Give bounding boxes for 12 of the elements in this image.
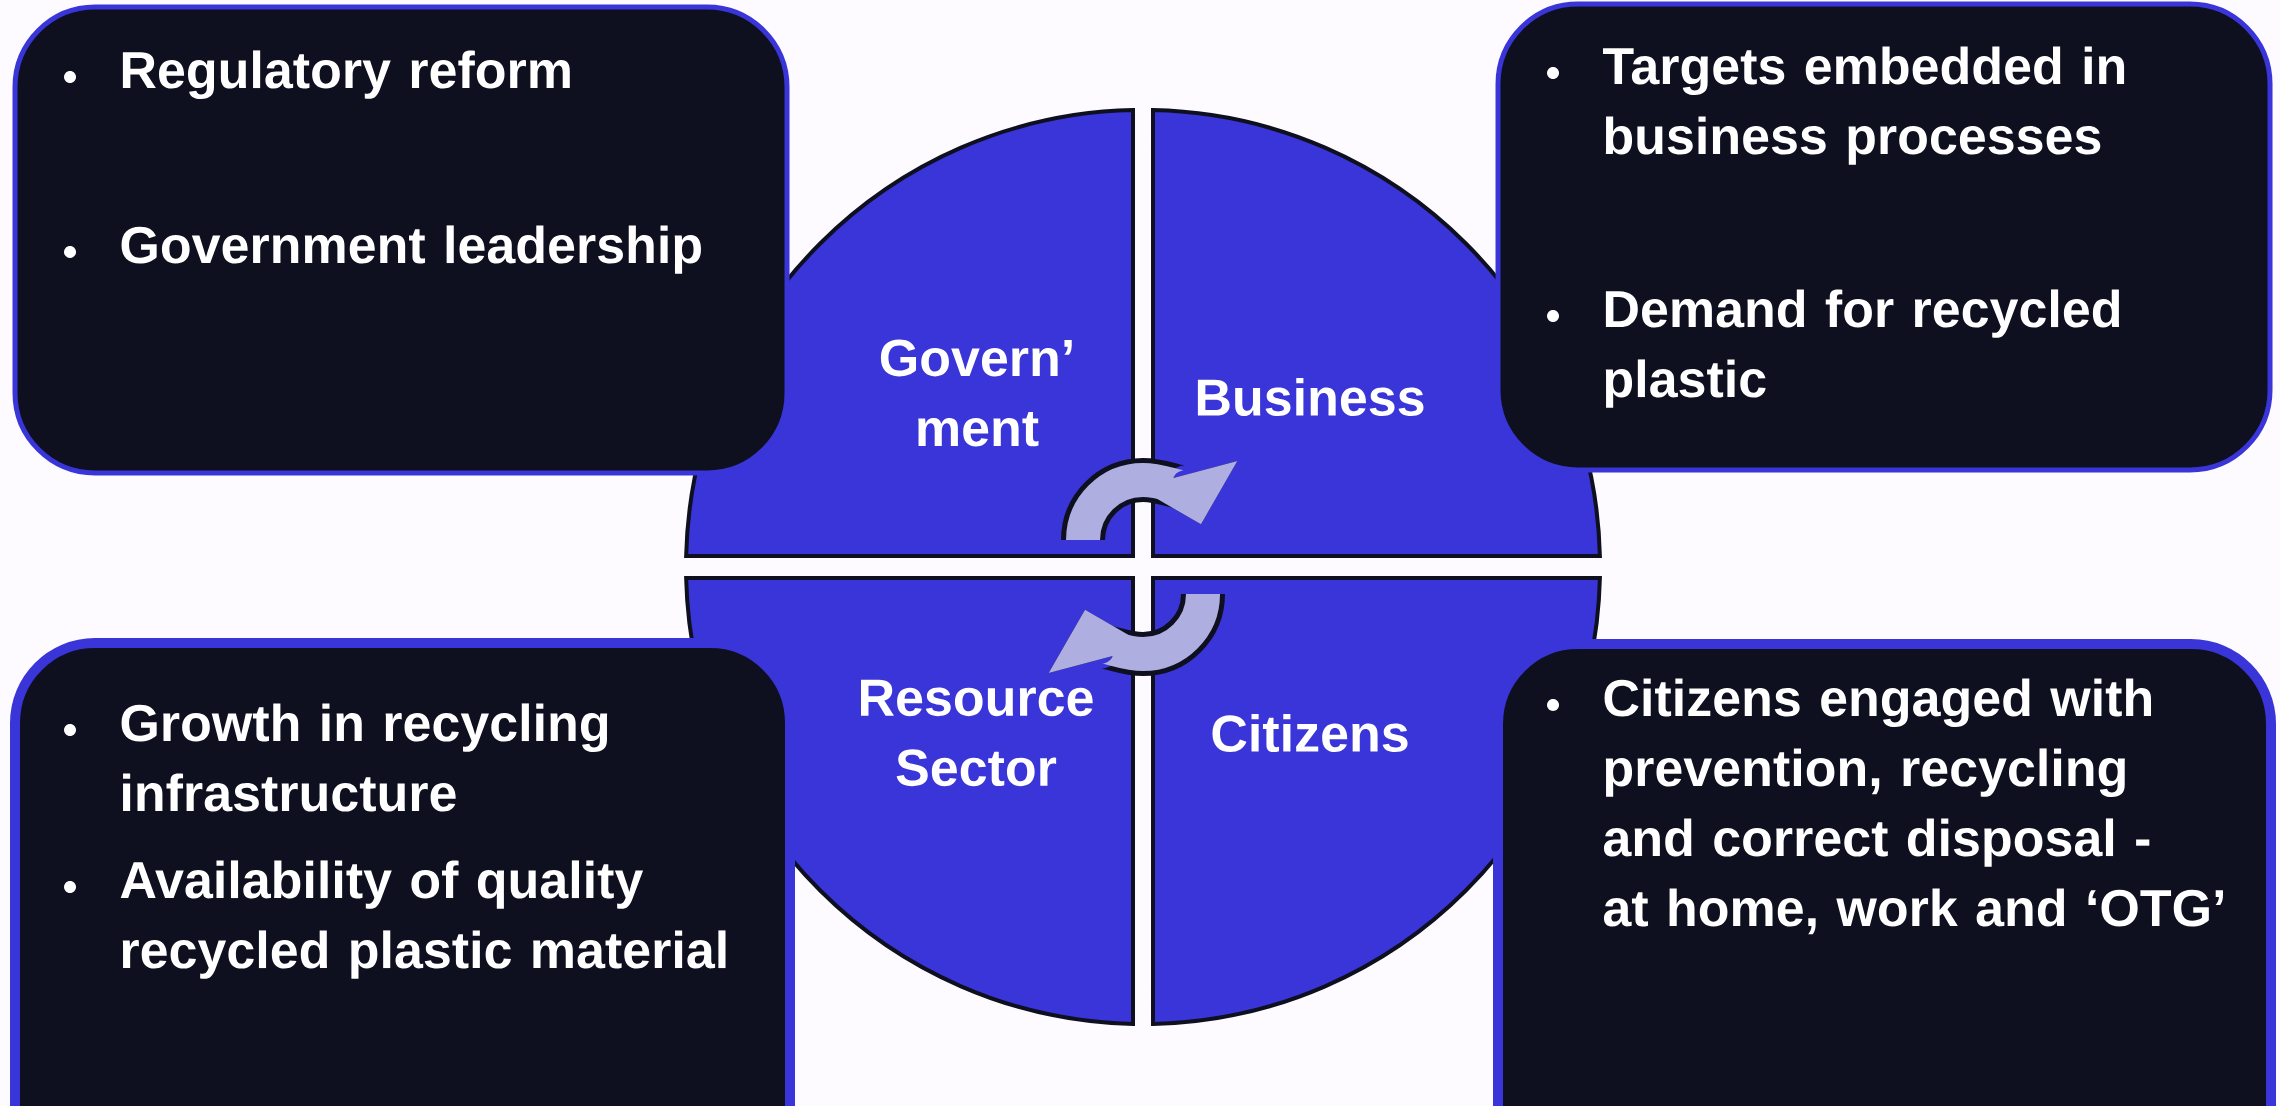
bullet-text: Citizens engaged with prevention, recycling and correct disposal - at home, work and ‘OTG’: [1603, 678, 2223, 935]
bullet-text: Regulatory reform: [122, 50, 570, 100]
text-box: [1493, 639, 2276, 1106]
bullet-text: Demand for recycled plastic: [1605, 289, 2120, 408]
bullet-text: Growth in recycling infrastructure: [121, 703, 608, 812]
text-box: [1495, 1, 2273, 473]
arrow: [1061, 458, 1238, 542]
text-box: [12, 4, 790, 476]
arrow: [1048, 592, 1225, 676]
text-box: [10, 638, 795, 1106]
bullet-text: Targets embedded in business processes: [1603, 46, 2125, 165]
quadrant: Business: [1151, 108, 1602, 558]
